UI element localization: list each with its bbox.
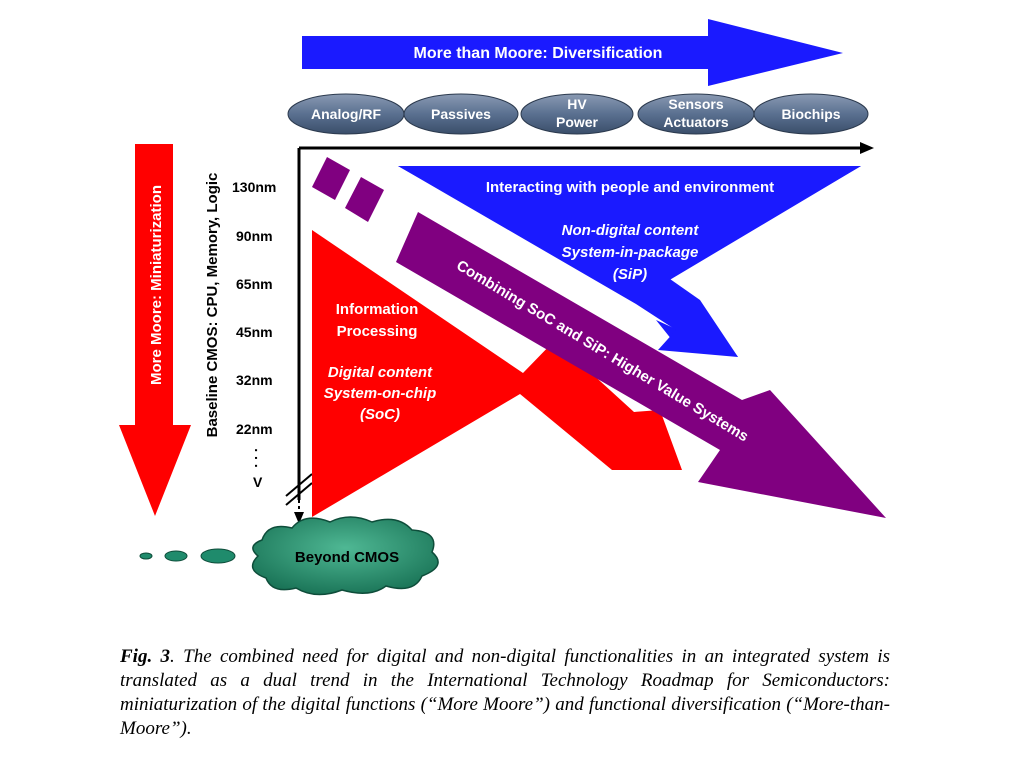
- combining-dash-1: [312, 157, 350, 200]
- node-32nm: 32nm: [236, 372, 273, 388]
- node-v-mark: V: [253, 474, 263, 490]
- node-45nm: 45nm: [236, 324, 273, 340]
- baseline-cmos-label: Baseline CMOS: CPU, Memory, Logic: [204, 173, 221, 438]
- interacting-arrow-body: [398, 166, 861, 357]
- axis-break-1: [285, 473, 313, 497]
- pill-actuators-label: Actuators: [663, 114, 729, 130]
- information-line-2: Processing: [337, 323, 418, 340]
- digital-line-3: (SoC): [360, 406, 400, 423]
- pill-analog-rf-label: Analog/RF: [311, 106, 381, 122]
- node-90nm: 90nm: [236, 228, 273, 244]
- node-22nm: 22nm: [236, 421, 273, 437]
- pill-power-label: Power: [556, 114, 599, 130]
- more-than-moore-label: More than Moore: Diversification: [414, 45, 663, 62]
- combining-arrow-body: [396, 212, 886, 518]
- combining-dash-2: [345, 177, 384, 222]
- cloud-puff-medium: [164, 550, 188, 562]
- digital-line-1: Digital content: [328, 364, 433, 381]
- information-line-1: Information: [336, 301, 419, 318]
- pill-biochips-label: Biochips: [781, 106, 840, 122]
- horizontal-axis-arrowhead: [860, 142, 874, 154]
- cloud-body: [251, 516, 439, 596]
- more-moore-diagram: More than Moore: Diversification Analog/…: [119, 19, 886, 596]
- non-digital-line-3: (SiP): [613, 266, 647, 283]
- category-pills: Analog/RF Passives HV Power Sensors Actu…: [287, 93, 869, 135]
- pill-passives: [403, 93, 519, 135]
- pill-sensors-label: Sensors: [668, 96, 723, 112]
- interacting-label: Interacting with people and environment: [486, 179, 774, 196]
- node-dots: . . .: [252, 448, 268, 467]
- figure-label: Fig. 3: [120, 646, 171, 667]
- non-digital-line-2: System-in-package: [562, 244, 699, 261]
- cloud-puff-large: [200, 548, 236, 564]
- more-than-moore-arrow: [302, 19, 843, 86]
- node-ticks: 130nm 90nm 65nm 45nm 32nm 22nm . . . V: [232, 179, 276, 490]
- cloud-puff-small: [139, 552, 153, 560]
- beyond-cmos-label: Beyond CMOS: [295, 549, 399, 566]
- pill-hv-power: [520, 93, 634, 135]
- node-65nm: 65nm: [236, 276, 273, 292]
- figure-caption: Fig. 3. The combined need for digital an…: [120, 645, 890, 741]
- vertical-axis-arrowhead: [294, 512, 304, 524]
- more-moore-arrow: [119, 144, 191, 516]
- information-arrow: [312, 230, 682, 517]
- pill-hv-label: HV: [567, 96, 587, 112]
- non-digital-line-1: Non-digital content: [562, 222, 700, 239]
- pill-passives-label: Passives: [431, 106, 491, 122]
- digital-line-2: System-on-chip: [324, 385, 437, 402]
- node-130nm: 130nm: [232, 179, 276, 195]
- beyond-cmos-cloud: Beyond CMOS: [139, 516, 439, 596]
- axes: [285, 142, 874, 524]
- axis-break-2: [285, 482, 313, 506]
- more-moore-label: More Moore: Miniaturization: [148, 185, 165, 385]
- caption-text: . The combined need for digital and non-…: [120, 646, 890, 739]
- pill-biochips: [753, 93, 869, 135]
